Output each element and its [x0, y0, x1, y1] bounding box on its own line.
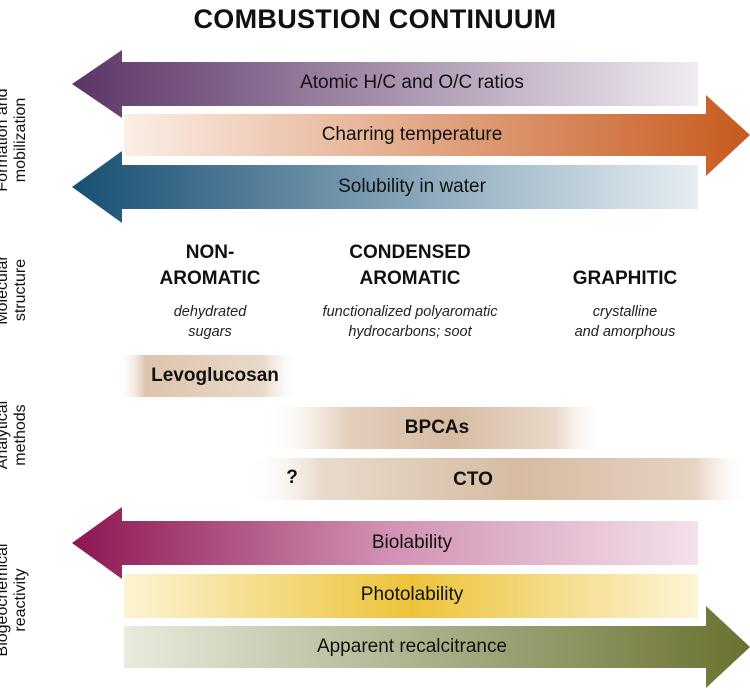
- arrow-charring: [124, 95, 750, 176]
- arrow-hc-oc: [72, 50, 698, 118]
- label-charring: Charring temperature: [321, 124, 503, 145]
- arrow-solubility: [72, 151, 698, 223]
- label-solubility: Solubility in water: [338, 176, 486, 197]
- label-photolability: Photolability: [360, 584, 464, 605]
- band-bpca: [258, 407, 608, 449]
- method-levoglucosan: Levoglucosan: [151, 365, 279, 386]
- method-cto-question: ?: [286, 467, 298, 488]
- label-hc-oc: Atomic H/C and O/C ratios: [300, 72, 524, 93]
- label-recalcitrance: Apparent recalcitrance: [316, 636, 508, 657]
- diagram-title: COMBUSTION CONTINUUM: [193, 4, 557, 34]
- method-bpca: BPCAs: [404, 417, 470, 438]
- band-cto: [245, 458, 745, 500]
- band-levoglucosan: [118, 355, 300, 397]
- method-cto: CTO: [453, 469, 493, 490]
- arrow-recalcitrance: [124, 606, 750, 688]
- arrow-biolability: [72, 507, 698, 579]
- label-biolability: Biolability: [371, 532, 453, 553]
- band-photolability: [124, 574, 698, 618]
